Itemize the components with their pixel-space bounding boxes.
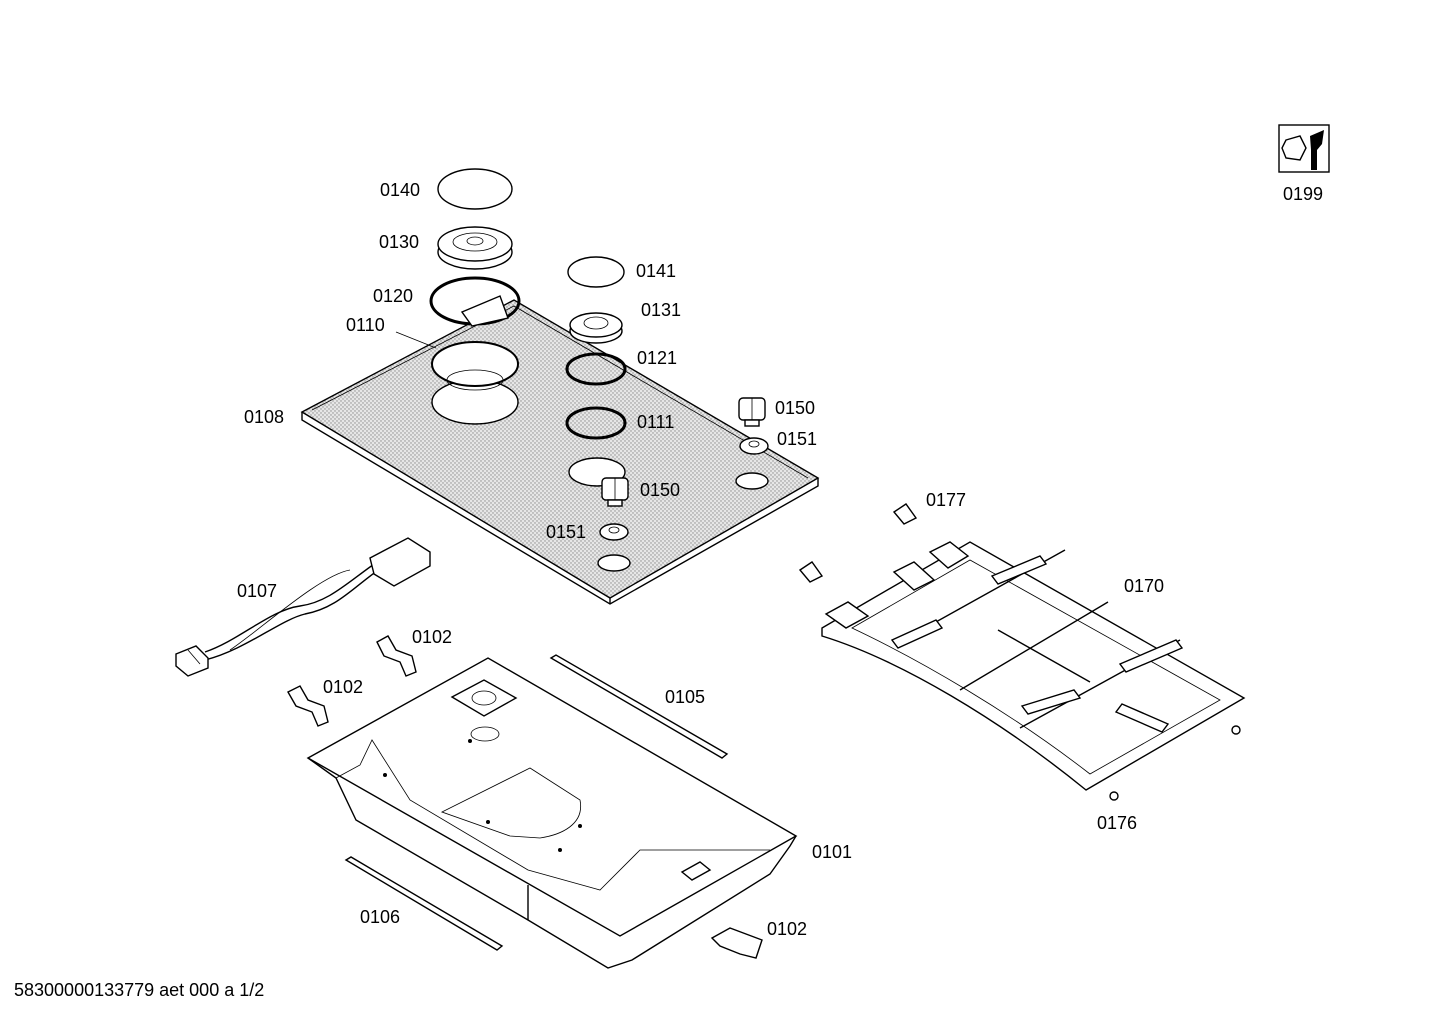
- burner-head-large: [437, 226, 513, 270]
- label-0151-right: 0151: [777, 429, 817, 449]
- label-0199: 0199: [1283, 184, 1323, 204]
- label-0107: 0107: [237, 581, 277, 601]
- label-0170: 0170: [1124, 576, 1164, 596]
- label-0108: 0108: [244, 407, 284, 427]
- burner-ring-small-lower: [565, 406, 627, 440]
- pan-support: [821, 541, 1246, 791]
- burner-head-small: [569, 312, 623, 344]
- label-0150-right: 0150: [775, 398, 815, 418]
- control-knob-right: [738, 397, 766, 427]
- grid-clip-left: [798, 561, 824, 583]
- label-0150-left: 0150: [640, 480, 680, 500]
- control-knob-left: [601, 477, 629, 507]
- burner-cap-small: [567, 256, 625, 288]
- document-id: 58300000133779 aet 000 a 1/2: [14, 980, 265, 1000]
- mains-cable: [175, 537, 431, 677]
- mounting-clip-left: [287, 685, 329, 727]
- burner-cap-large: [437, 168, 513, 210]
- label-0151-left: 0151: [546, 522, 586, 542]
- label-0131: 0131: [641, 300, 681, 320]
- burner-ring-large: [429, 276, 521, 327]
- seal-strip-lower: [344, 856, 504, 951]
- rubber-foot-bottom: [1109, 791, 1119, 801]
- label-0105: 0105: [665, 687, 705, 707]
- label-0177: 0177: [926, 490, 966, 510]
- rubber-foot-right: [1231, 725, 1241, 735]
- label-0102-left: 0102: [323, 677, 363, 697]
- label-0140: 0140: [380, 180, 420, 200]
- label-0121: 0121: [637, 348, 677, 368]
- seal-strip-upper: [549, 654, 729, 759]
- grid-clip-upper: [892, 503, 918, 525]
- leader-0110: [395, 331, 437, 349]
- burner-ring-small-upper: [565, 352, 627, 386]
- label-0106: 0106: [360, 907, 400, 927]
- label-0120: 0120: [373, 286, 413, 306]
- mounting-clip-upper: [376, 635, 417, 677]
- knob-bezel-left: [599, 523, 629, 541]
- knob-bezel-right: [739, 437, 769, 455]
- bottom-tray: [306, 657, 798, 969]
- label-0130: 0130: [379, 232, 419, 252]
- label-0176: 0176: [1097, 813, 1137, 833]
- tool-wrench-icon: [1278, 124, 1330, 173]
- label-0102-upper: 0102: [412, 627, 452, 647]
- label-0110: 0110: [346, 315, 385, 335]
- label-0141: 0141: [636, 261, 676, 281]
- label-0101: 0101: [812, 842, 852, 862]
- label-0111: 0111: [637, 412, 674, 432]
- label-0102-lower: 0102: [767, 919, 807, 939]
- mounting-clip-lower: [710, 927, 763, 959]
